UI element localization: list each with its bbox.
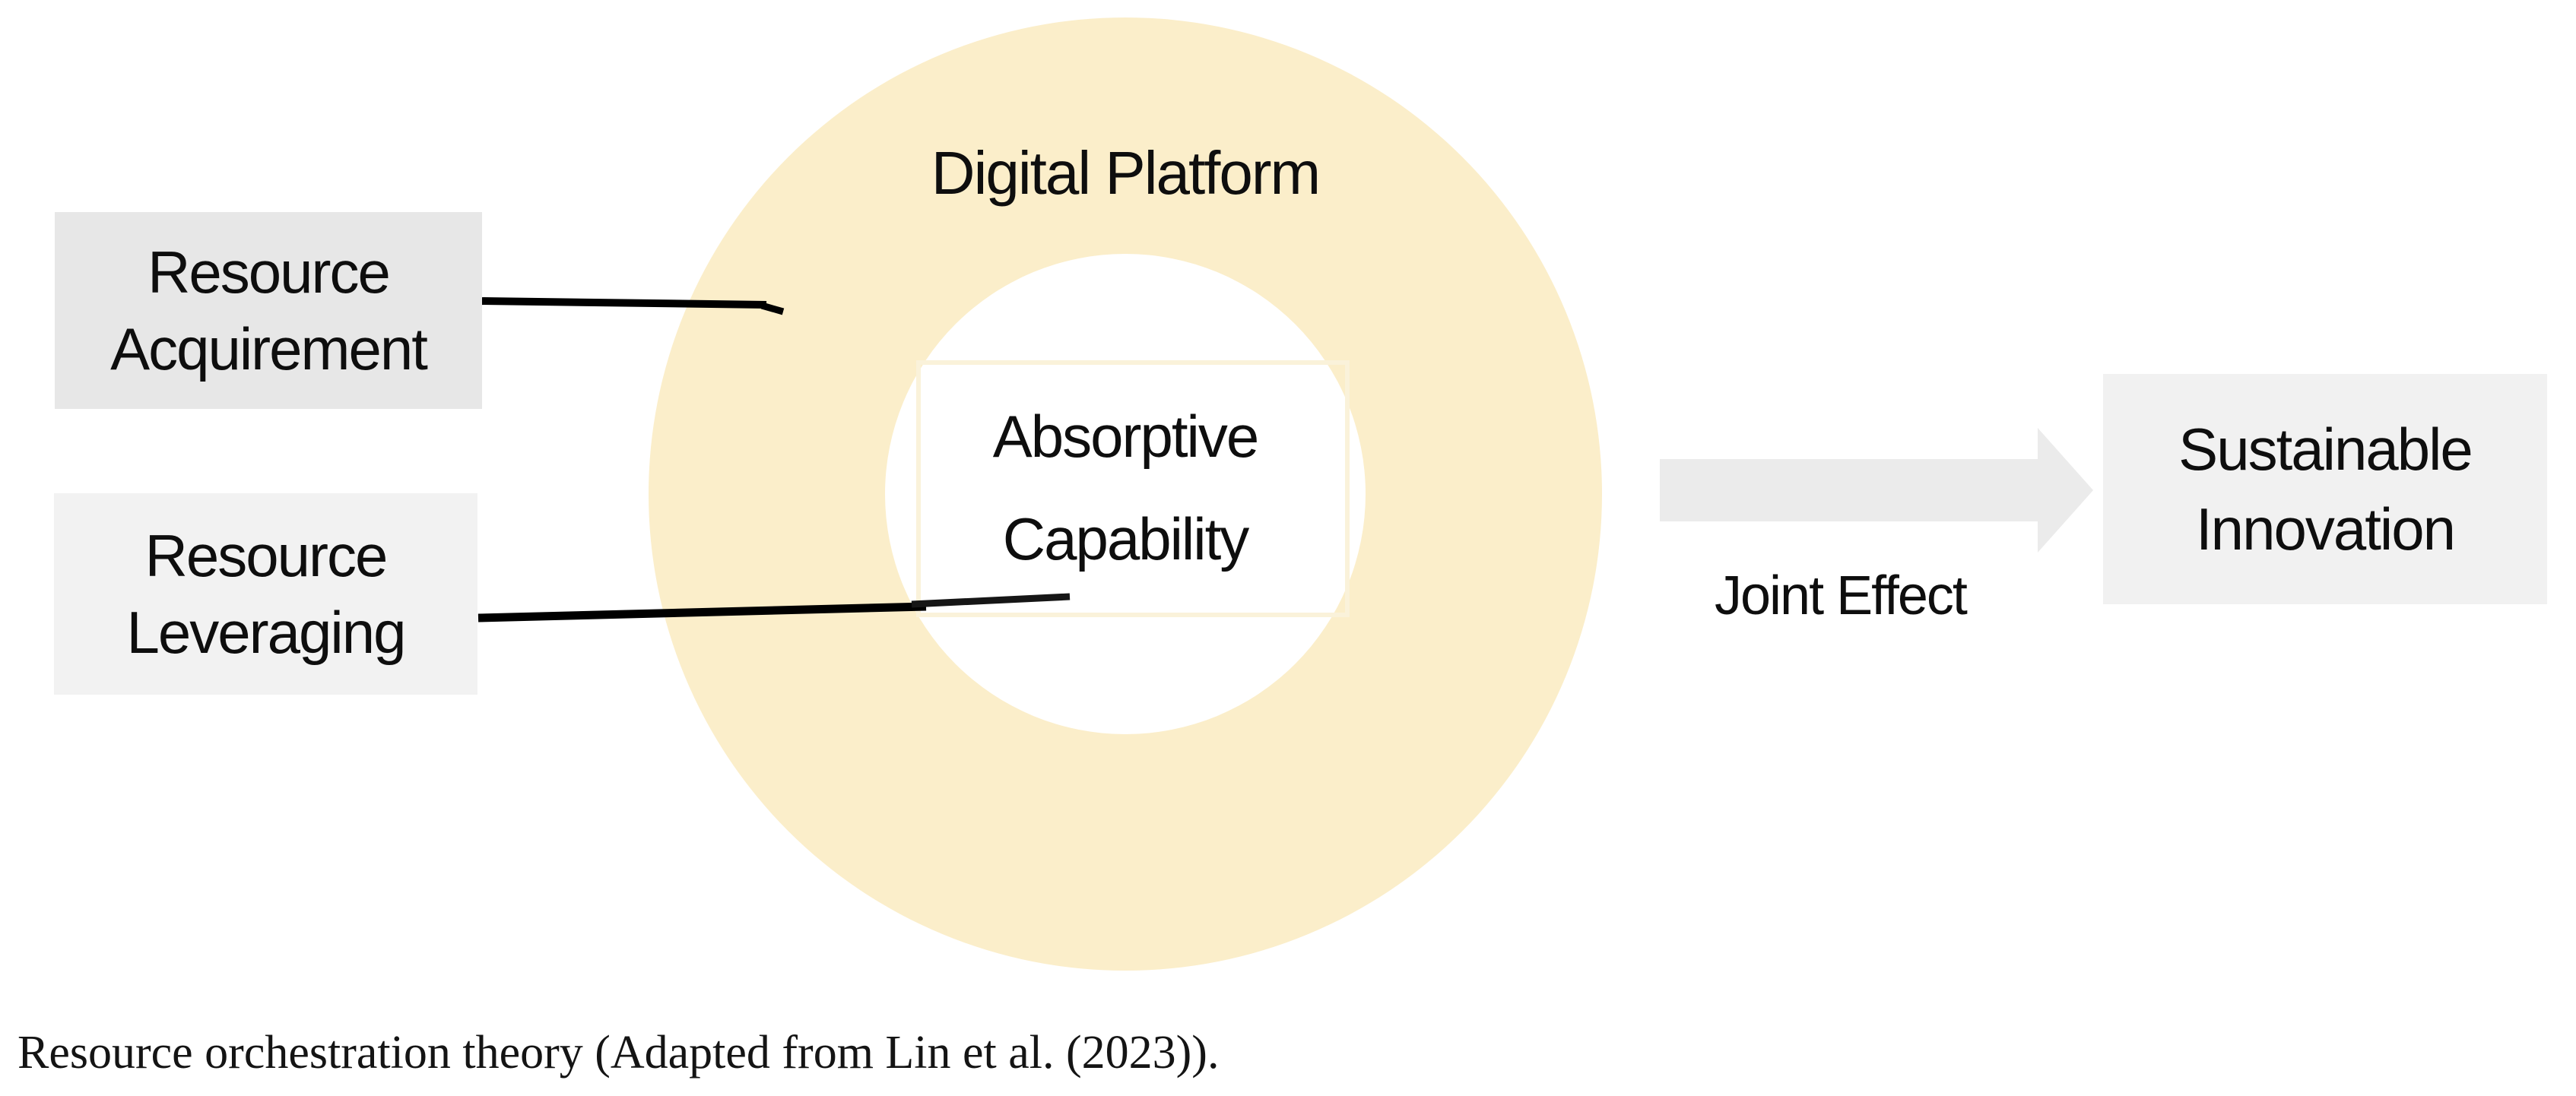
joint-effect-arrow <box>1660 428 2093 553</box>
digital-platform-label: Digital Platform <box>931 139 1321 207</box>
resource-acquirement-line1: Resource <box>148 238 391 306</box>
resource-acquirement-box: Resource Acquirement <box>55 212 482 409</box>
sustainable-innovation-line2: Innovation <box>2196 495 2456 562</box>
joint-effect-label: Joint Effect <box>1715 565 1968 626</box>
capability-label: Capability <box>1002 505 1250 572</box>
sustainable-innovation-box: Sustainable Innovation <box>2103 374 2547 604</box>
faint-textbox-outline <box>916 360 1350 617</box>
resource-leveraging-line1: Resource <box>144 521 389 589</box>
resource-leveraging-box: Resource Leveraging <box>54 493 477 695</box>
resource-leveraging-line2: Leveraging <box>126 598 407 666</box>
resource-acquirement-line2: Acquirement <box>110 315 428 382</box>
connector-line-leveraging <box>477 593 1071 622</box>
figure-caption: Resource orchestration theory (Adapted f… <box>17 1027 1220 1079</box>
connector-line-acquirement <box>479 297 785 315</box>
absorptive-label: Absorptive <box>992 403 1260 470</box>
sustainable-innovation-line1: Sustainable <box>2178 415 2473 483</box>
donut-inner-hole <box>885 254 1366 734</box>
